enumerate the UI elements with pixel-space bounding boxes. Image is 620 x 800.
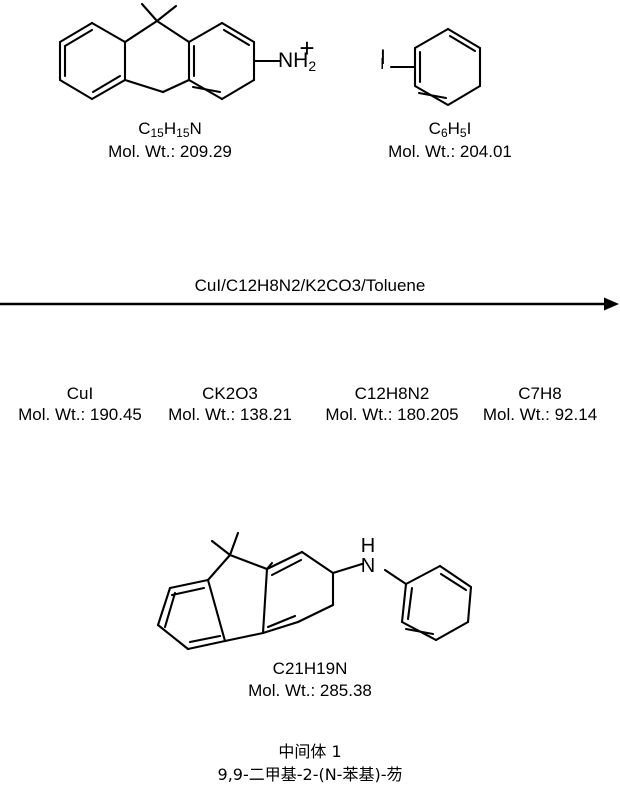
intermediate-label: 中间体 1: [278, 742, 342, 761]
intermediate-name-cn: 9,9-二甲基-2-(N-苯基)-芴: [217, 765, 403, 784]
formula-seg: H: [303, 659, 317, 678]
plus-sign: +: [299, 33, 315, 63]
formula-seg: C: [272, 659, 285, 678]
reaction-arrow-svg: [0, 297, 619, 311]
reactant-1-molwt: Mol. Wt.: 209.29: [108, 142, 232, 161]
reagent-cell-3: C7H8 Mol. Wt.: 92.14: [460, 383, 620, 425]
formula-sub: 19: [316, 659, 336, 678]
formula-sub: 7: [530, 384, 540, 403]
formula-sub: 8: [552, 384, 562, 403]
formula-seg: C: [428, 119, 441, 138]
formula-sub: 15: [150, 126, 164, 140]
product-nh-n: N: [360, 555, 376, 577]
formula-sub: 3: [248, 384, 258, 403]
product-nh-h: H: [360, 535, 376, 557]
formula-sub: 21: [284, 659, 304, 678]
reagent-formula-2: C12H8N2: [307, 383, 477, 404]
formula-sub: 2: [225, 384, 236, 403]
reaction-arrow: [0, 294, 620, 314]
formula-sub: 2: [419, 384, 430, 403]
formula-sub: 12: [366, 384, 386, 403]
formula-seg: N: [335, 659, 348, 678]
formula-seg: CuI: [66, 384, 94, 403]
cond-seg: CuI/C: [194, 276, 239, 295]
reactant-2-structure: I: [375, 10, 510, 115]
nh2-atoms: NH: [278, 49, 309, 72]
reagent-molwt-0: Mol. Wt.: 190.45: [18, 405, 142, 424]
fluorenamine-svg: [58, 2, 282, 101]
cond-sub: 2: [291, 276, 301, 295]
reactant-2-formula: C6H5I: [350, 118, 550, 141]
formula-seg: C: [354, 384, 367, 403]
cond-sub: 8: [269, 276, 279, 295]
reagent-cell-2: C12H8N2 Mol. Wt.: 180.205: [307, 383, 477, 425]
reactant-1-structure: NH2: [30, 0, 316, 118]
product-structure: H N: [150, 530, 480, 670]
formula-seg: C: [138, 119, 151, 138]
cond-seg: H: [257, 276, 270, 295]
arrowhead: [604, 297, 619, 311]
product-molwt: Mol. Wt.: 285.38: [248, 681, 372, 700]
reagent-formula-3: C7H8: [460, 383, 620, 404]
formula-seg: H: [540, 384, 553, 403]
cond-sub: 3: [351, 276, 362, 295]
reactant-2-caption: C6H5I Mol. Wt.: 204.01: [350, 118, 550, 162]
reagent-formula-0: CuI: [0, 383, 160, 404]
cond-seg: N: [278, 276, 292, 295]
reagent-molwt-3: Mol. Wt.: 92.14: [482, 405, 598, 424]
cond-sub: 12: [238, 276, 258, 295]
formula-seg: I: [466, 119, 472, 138]
formula-seg: O: [235, 384, 249, 403]
iodobenzene-svg: [389, 27, 482, 107]
formula-sub: 6: [440, 126, 448, 140]
reagent-cell-0: CuI Mol. Wt.: 190.45: [0, 383, 160, 425]
formula-seg: H: [163, 119, 177, 138]
formula-sub: 15: [176, 126, 190, 140]
reactant-2-molwt: Mol. Wt.: 204.01: [388, 142, 512, 161]
reagent-cell-1: CK2O3 Mol. Wt.: 138.21: [150, 383, 310, 425]
iodine-atom-label: I: [380, 46, 386, 69]
reactant-1-caption: C15H15N Mol. Wt.: 209.29: [70, 118, 270, 162]
amine-group-label: NH2: [278, 49, 317, 74]
product-svg: [156, 531, 473, 651]
product-formula: C21H19N: [210, 658, 410, 680]
cond-sub: 2: [316, 276, 327, 295]
reagent-formula-1: CK2O3: [150, 383, 310, 404]
arrow-condition-label: CuI/C12H8N2/K2CO3/Toluene: [110, 276, 510, 296]
formula-sub: 5: [459, 126, 467, 140]
reactant-1-formula: C15H15N: [70, 118, 270, 141]
cond-seg: CO: [326, 276, 352, 295]
cond-seg: /Toluene: [361, 276, 426, 295]
product-cn-caption: 中间体 1 9,9-二甲基-2-(N-苯基)-芴: [160, 740, 460, 786]
formula-seg: N: [407, 384, 420, 403]
reagent-molwt-2: Mol. Wt.: 180.205: [325, 405, 459, 424]
formula-seg: CK: [202, 384, 226, 403]
formula-seg: N: [189, 119, 202, 138]
nh2-subscript: 2: [308, 58, 317, 74]
reagent-molwt-1: Mol. Wt.: 138.21: [168, 405, 292, 424]
cond-seg: /K: [300, 276, 317, 295]
product-caption: C21H19N Mol. Wt.: 285.38: [210, 658, 410, 702]
formula-seg: C: [518, 384, 531, 403]
formula-sub: 8: [398, 384, 408, 403]
formula-seg: H: [447, 119, 460, 138]
formula-seg: H: [385, 384, 399, 403]
iodine-label: I: [380, 56, 385, 73]
